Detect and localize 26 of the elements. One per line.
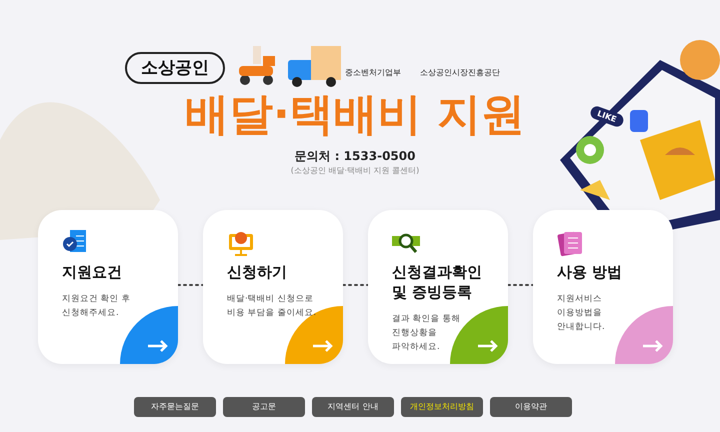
- footer-link-button: 이용약관: [490, 397, 572, 417]
- agency-name: 중소벤처기업부: [345, 67, 401, 78]
- step-card: [203, 210, 343, 364]
- agency-name: 소상공인시장진흥공단: [420, 67, 500, 78]
- step-card: [38, 210, 178, 364]
- page-title: 배달·택배비 지원: [184, 88, 526, 142]
- step-card: [368, 210, 508, 364]
- badge-label: 소상공인: [125, 52, 225, 84]
- card-heading: 지원요건: [62, 262, 123, 282]
- dotted-connector: [507, 284, 534, 286]
- card-heading: 신청하기: [227, 262, 288, 282]
- card-description: 결과 확인을 통해 진행상황을 파악하세요.: [392, 313, 462, 354]
- step-card: [533, 210, 673, 364]
- footer-link-button: 자주묻는질문: [134, 397, 216, 417]
- card-heading: 사용 방법: [557, 262, 624, 282]
- footer-link-button: 공고문: [223, 397, 305, 417]
- card-description: 배달·택배비 신청으로 비용 부담을 줄이세요.: [227, 293, 318, 320]
- card-heading: 신청결과확인 및 증빙등록: [392, 262, 483, 302]
- call-center-note: (소상공인 배달·택배비 지원 콜센터): [290, 165, 420, 176]
- card-description: 지원서비스 이용방법을 안내합니다.: [557, 293, 606, 334]
- footer-link-button: 개인정보처리방침: [401, 397, 483, 417]
- dotted-connector: [177, 284, 204, 286]
- dotted-connector: [342, 284, 369, 286]
- footer-link-button: 지역센터 안내: [312, 397, 394, 417]
- card-description: 지원요건 확인 후 신청해주세요.: [62, 293, 132, 320]
- contact-number: 문의처 : 1533-0500: [294, 148, 416, 165]
